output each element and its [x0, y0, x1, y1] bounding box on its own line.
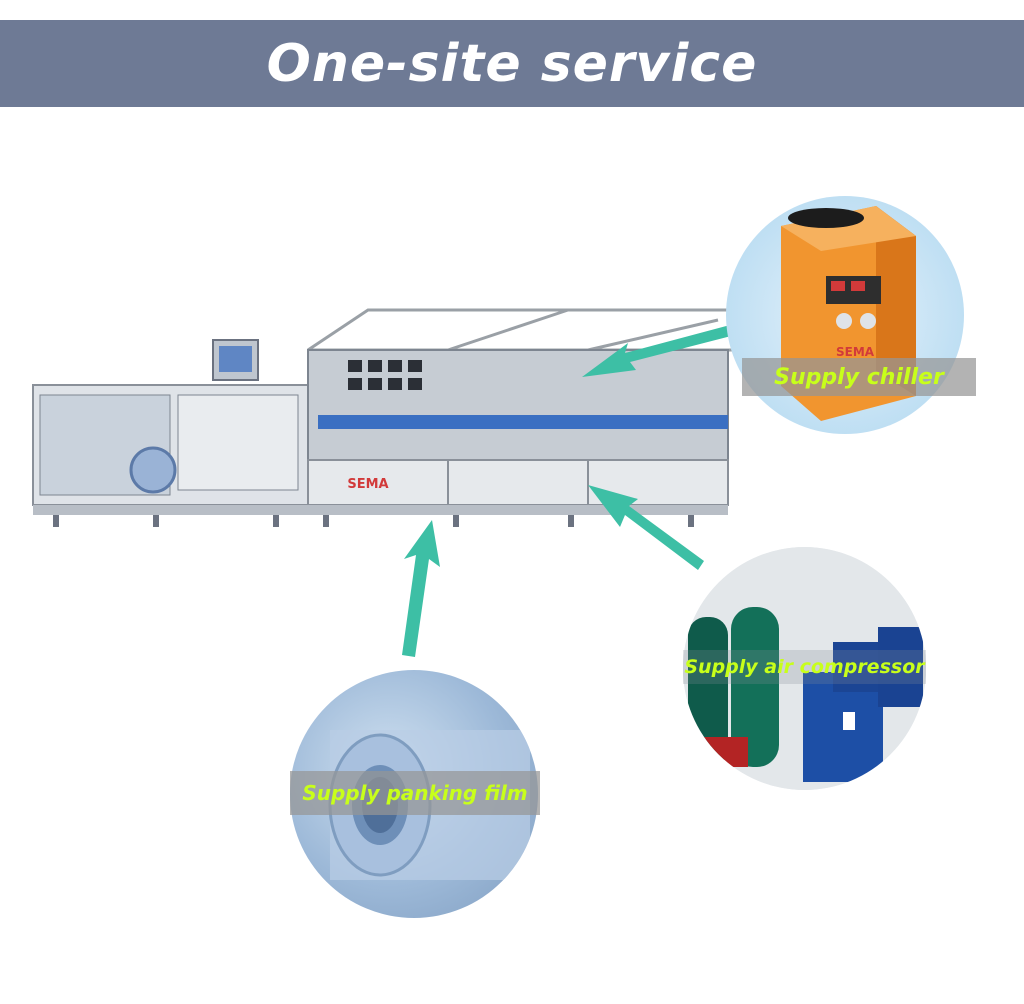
arrow-to-machine-icon [402, 520, 440, 657]
page-title: One-site service [266, 33, 758, 94]
air-compressor-label-text: Supply air compressor [684, 656, 925, 678]
packaging-machine-image: SEMA [32, 308, 738, 527]
chiller-photo: SEMA [726, 196, 964, 434]
machine-brand-logo: SEMA [347, 477, 388, 492]
chiller-unit-icon: SEMA [781, 206, 916, 421]
film-label-text: Supply panking film [302, 781, 528, 805]
air-compressor-photo [683, 547, 926, 790]
title-banner: One-site service [0, 20, 1024, 107]
chiller-label-text: Supply chiller [774, 364, 944, 390]
service-label-film: Supply panking film [290, 771, 540, 815]
compressor-machine-icon [803, 627, 923, 782]
service-label-chiller: Supply chiller [742, 358, 976, 396]
arrow-from-compressor-icon [588, 485, 704, 570]
svg-text:SEMA: SEMA [836, 345, 875, 359]
arrow-to-chiller-icon [582, 325, 735, 377]
service-label-air-compressor: Supply air compressor [683, 650, 926, 684]
